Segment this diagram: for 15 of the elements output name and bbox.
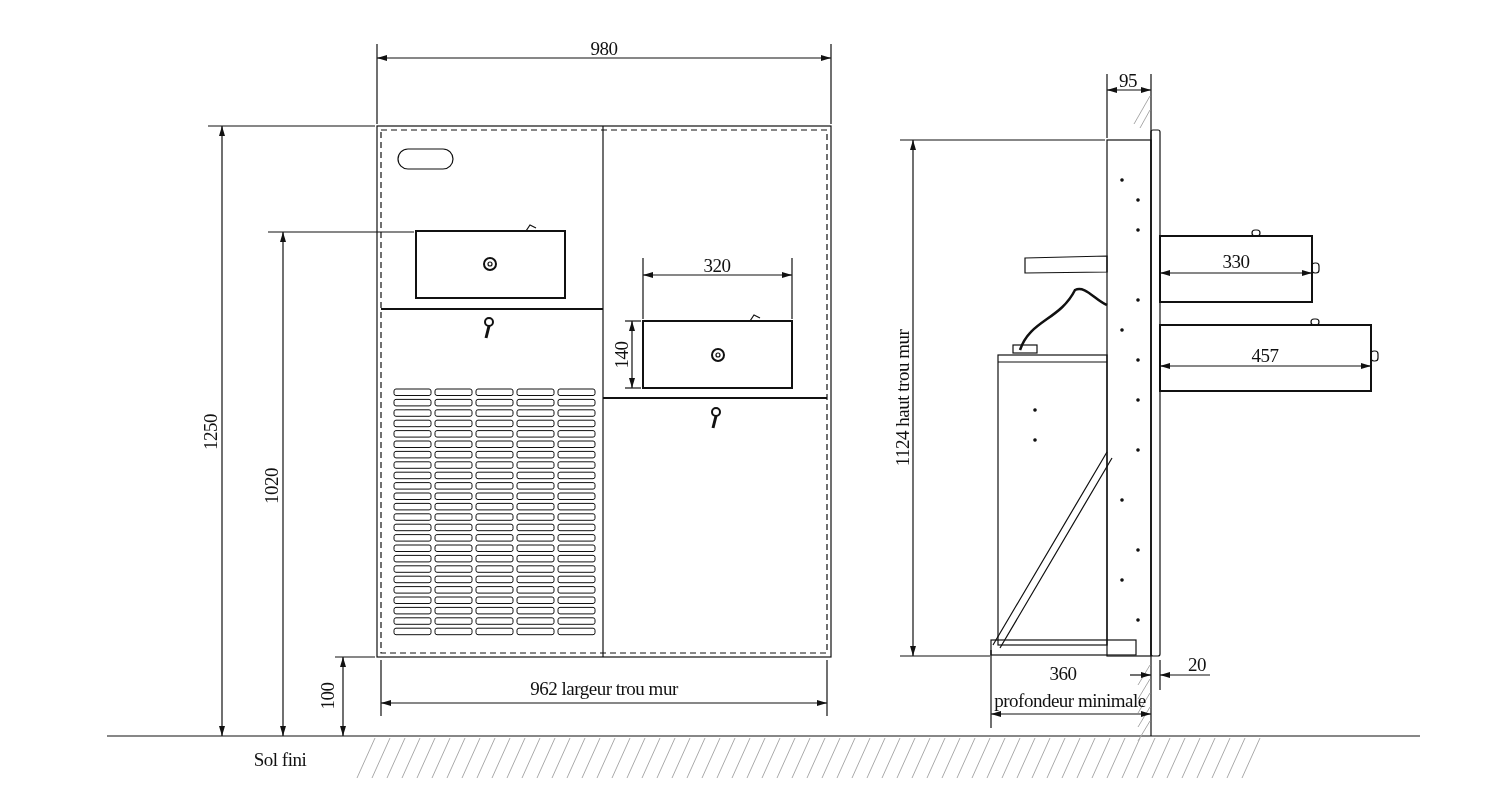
dimension-label: 1250 bbox=[200, 414, 220, 450]
dimension-label: 140 bbox=[611, 341, 631, 369]
dimension-label: 320 bbox=[703, 255, 731, 275]
dimension-label: 360 bbox=[1049, 663, 1077, 683]
dimension-label: profondeur minimale bbox=[994, 690, 1146, 710]
dimension-label: 95 bbox=[1119, 70, 1137, 90]
dimension-label: 457 bbox=[1251, 345, 1279, 365]
floor-label: Sol fini bbox=[253, 749, 307, 769]
dimension-label: 20 bbox=[1188, 654, 1206, 674]
dimension-label: 980 bbox=[590, 38, 618, 58]
dimension-label: 330 bbox=[1222, 251, 1250, 271]
dimension-label: 1020 bbox=[261, 468, 281, 504]
dimension-label: 100 bbox=[317, 682, 337, 710]
dimension-label: 1124 haut trou mur bbox=[892, 329, 912, 467]
dimension-label: 962 largeur trou mur bbox=[530, 678, 678, 698]
